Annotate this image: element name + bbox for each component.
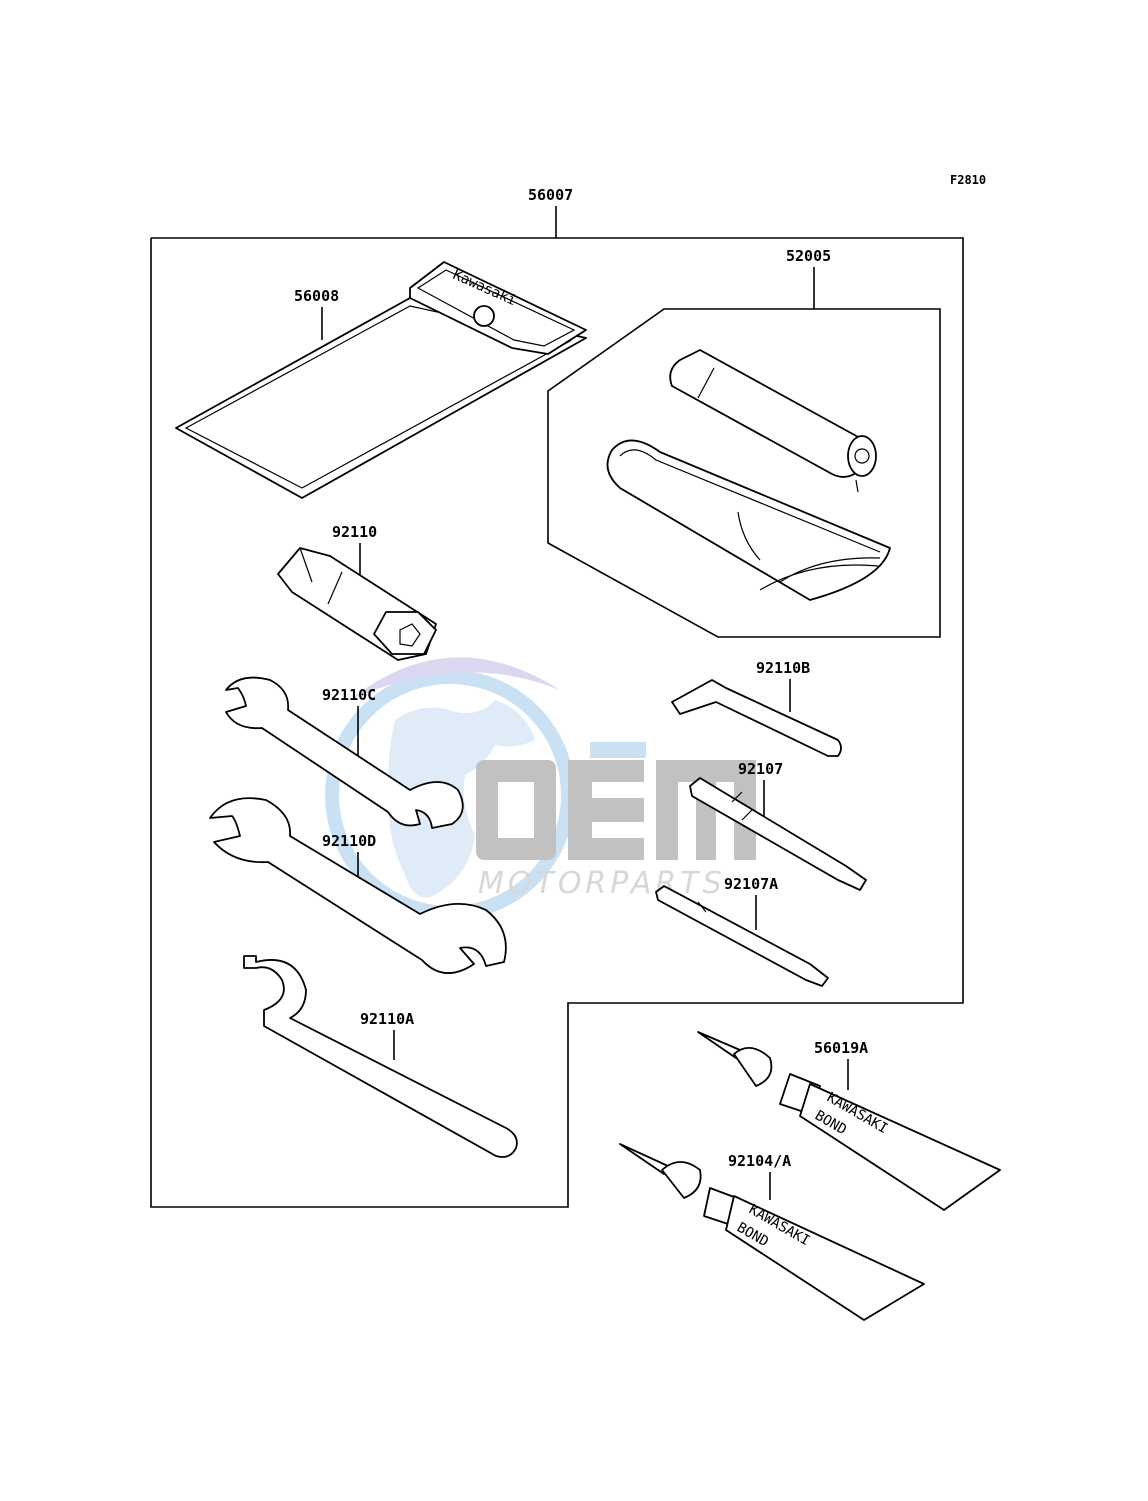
kit-outline <box>150 237 964 1208</box>
bond-tube-lower: 92104/A KAWASAKI BOND <box>619 1143 925 1321</box>
label-92110A: 92110A <box>360 1010 414 1028</box>
pouch-snap <box>473 305 495 327</box>
wrench-small: 92110C <box>225 676 464 829</box>
label-56007: 56007 <box>528 186 573 204</box>
label-52005: 52005 <box>786 247 831 265</box>
wrench-large: 92110D <box>209 797 507 974</box>
spark-plug-wrench: 92110 <box>277 523 437 661</box>
hex-key: 92110B <box>671 659 842 757</box>
tool-pouch: 56008 Kawasaki <box>175 261 587 499</box>
label-92107: 92107 <box>738 760 783 778</box>
tire-repair-kit: 52005 <box>547 247 941 638</box>
label-92110D: 92110D <box>322 832 376 850</box>
bond-tube-upper: 56019A KAWASAKI BOND <box>697 1031 1001 1211</box>
label-92107A: 92107A <box>724 875 778 893</box>
watermark-swoosh <box>350 657 560 700</box>
label-56019A: 56019A <box>814 1039 868 1057</box>
screwdriver-short: 92107A <box>655 875 829 987</box>
label-56008: 56008 <box>294 287 339 305</box>
screwdriver: 92107 <box>689 760 867 891</box>
hook-spanner: 92110A <box>243 955 518 1158</box>
label-92110C: 92110C <box>322 686 376 704</box>
watermark-e <box>568 760 644 860</box>
label-92110: 92110 <box>332 523 377 541</box>
label-92104A: 92104/A <box>728 1152 791 1170</box>
figure-reference: F2810 <box>950 173 986 187</box>
watermark-e-accent <box>590 742 646 758</box>
watermark-tagline: MOTORPARTS <box>478 866 726 901</box>
label-92110B: 92110B <box>756 659 810 677</box>
